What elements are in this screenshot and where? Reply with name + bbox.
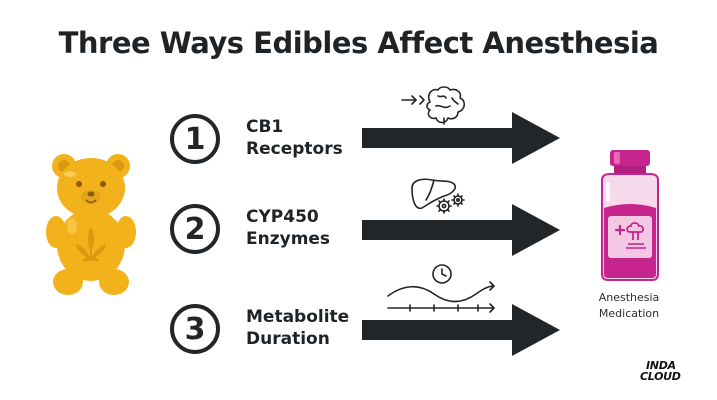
arrow-1-icon [362, 112, 560, 164]
step-number-1: 1 [170, 114, 220, 164]
medication-vial-icon [592, 148, 668, 288]
step-label-1: CB1 Receptors [246, 116, 366, 160]
target-label-line2: Medication [598, 307, 660, 320]
brand-line2: CLOUD [640, 370, 681, 383]
step-row-3: 3 Metabolite Duration [0, 290, 717, 370]
step-label-2-line2: Enzymes [246, 229, 331, 249]
page-title: Three Ways Edibles Affect Anesthesia [58, 26, 659, 60]
step-row-1: 1 CB1 Receptors [0, 98, 717, 178]
step-label-1-line1: CB1 [246, 117, 284, 137]
brand-line1: INDA [646, 359, 676, 372]
step-label-3-line1: Metabolite [246, 307, 350, 327]
step-label-3-line2: Duration [246, 329, 330, 349]
step-label-1-line2: Receptors [246, 139, 343, 159]
arrow-3-icon [362, 304, 560, 356]
step-row-2: 2 CYP450 Enzymes [0, 190, 717, 270]
step-label-2-line1: CYP450 [246, 207, 319, 227]
step-label-3: Metabolite Duration [246, 306, 366, 350]
target-label: Anesthesia Medication [574, 290, 684, 322]
brain-icon [401, 86, 466, 125]
clock-wave-icon [387, 264, 495, 313]
brand-logo: INDA CLOUD [640, 360, 710, 382]
gummy-bear-icon [46, 150, 136, 304]
target-label-line1: Anesthesia [598, 291, 660, 304]
liver-gears-icon [411, 178, 465, 214]
step-label-2: CYP450 Enzymes [246, 206, 366, 250]
arrow-2-icon [362, 204, 560, 256]
step-number-3: 3 [170, 304, 220, 354]
step-number-2: 2 [170, 204, 220, 254]
